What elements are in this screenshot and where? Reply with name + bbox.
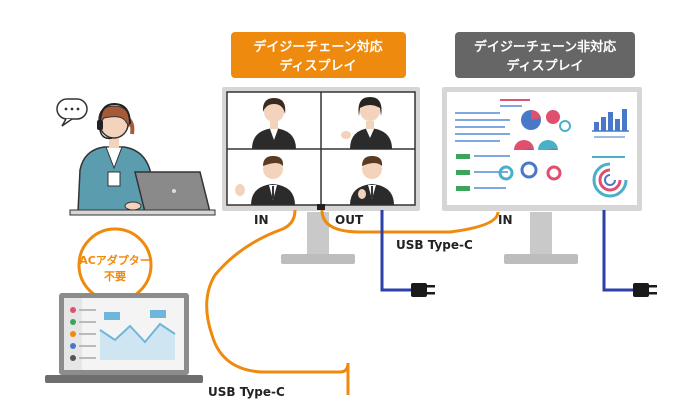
- port-out-label: OUT: [335, 213, 364, 227]
- video-participant-2: [341, 97, 392, 149]
- usb-c-label-upper: USB Type-C: [396, 238, 473, 252]
- operator-laptop: [69, 171, 216, 216]
- laptop-icon: [45, 293, 203, 383]
- port-in-label-right: IN: [498, 213, 513, 227]
- speech-bubble-icon: [56, 98, 88, 127]
- port-in-label-left: IN: [254, 213, 269, 227]
- monitor-left-stand: [281, 212, 355, 264]
- usb-c-laptop-cable: [205, 209, 350, 395]
- usb-c-daisy-chain-cable: [320, 209, 500, 234]
- banner-unsupported-line1: デイジーチェーン非対応: [474, 39, 616, 55]
- banner-supported-line1: デイジーチェーン対応: [253, 39, 382, 55]
- power-cable-right: [602, 210, 634, 292]
- monitor-right: [442, 87, 642, 211]
- usb-c-label-lower: USB Type-C: [208, 385, 285, 399]
- ac-adapter-line2: 不要: [104, 270, 126, 283]
- power-plug-icon: [633, 283, 657, 297]
- monitor-right-stand: [504, 212, 578, 264]
- power-plug-icon: [411, 283, 435, 297]
- banner-daisy-chain-supported: デイジーチェーン対応 ディスプレイ: [231, 32, 406, 78]
- video-participant-4: [350, 156, 394, 205]
- banner-daisy-chain-unsupported: デイジーチェーン非対応 ディスプレイ: [455, 32, 635, 78]
- video-participant-3: [235, 156, 295, 205]
- banner-unsupported-line2: ディスプレイ: [506, 58, 583, 74]
- video-participant-1: [252, 98, 296, 149]
- monitor-icon: [222, 87, 420, 211]
- headset-operator-icon: [56, 98, 153, 213]
- ac-adapter-badge: ACアダプター 不要: [77, 227, 153, 303]
- power-cable-left: [380, 210, 412, 292]
- ac-adapter-line1: ACアダプター: [79, 253, 151, 267]
- banner-supported-line2: ディスプレイ: [279, 58, 356, 74]
